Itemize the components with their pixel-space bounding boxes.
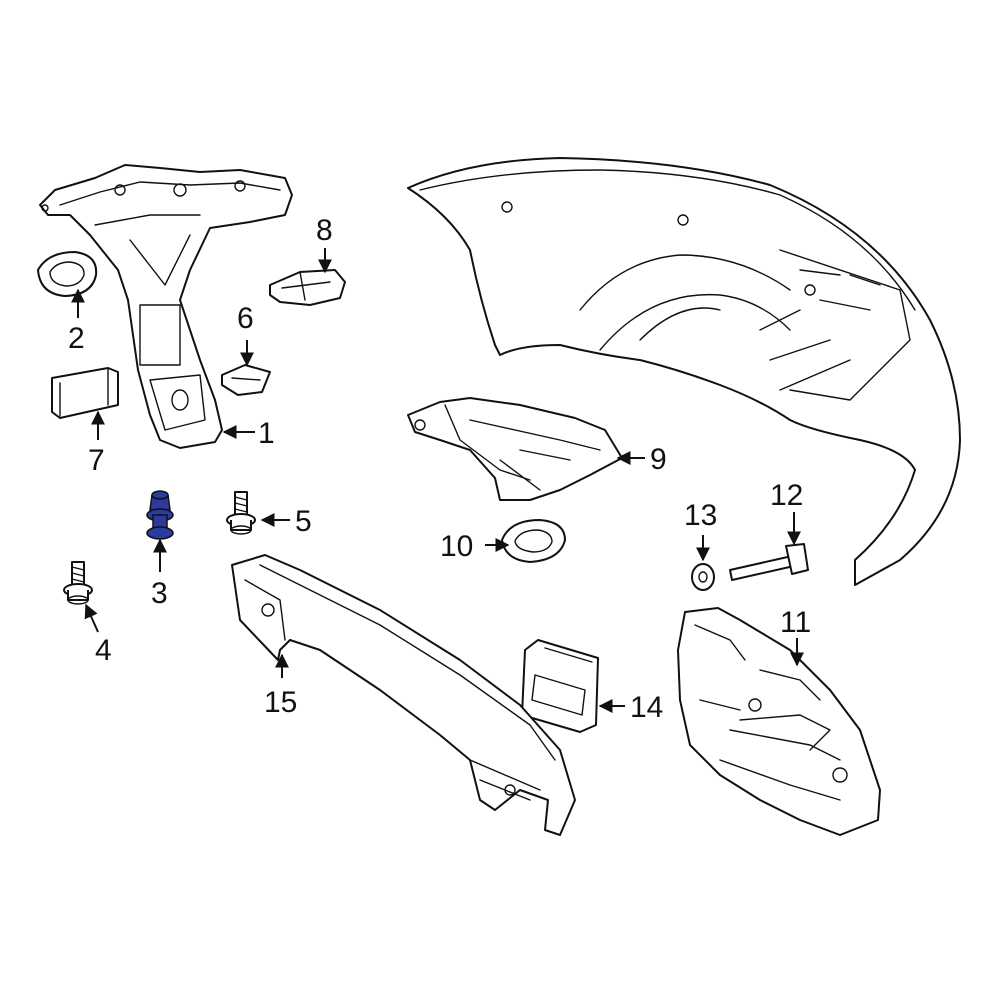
callout-4: 4 — [95, 634, 112, 667]
callout-9: 9 — [650, 443, 667, 476]
part-9-bracket[interactable] — [407, 397, 623, 501]
part-14-module[interactable] — [521, 639, 599, 733]
part-3-clip[interactable] — [146, 490, 174, 540]
part-7-panel[interactable] — [51, 367, 119, 419]
part-15-beam[interactable] — [231, 554, 576, 836]
part-5-bolt[interactable] — [226, 491, 256, 535]
part-11-module[interactable] — [677, 607, 881, 836]
part-10-seal[interactable] — [501, 519, 566, 563]
callout-1: 1 — [258, 417, 275, 450]
callout-15: 15 — [264, 686, 297, 719]
part-8-bracket[interactable] — [269, 269, 346, 306]
part-1-bracket[interactable] — [39, 164, 293, 449]
callout-labels: 1 2 3 4 5 6 7 8 9 10 11 12 13 14 15 — [68, 214, 811, 724]
callout-8: 8 — [316, 214, 333, 247]
callout-11: 11 — [780, 606, 811, 639]
callout-10: 10 — [440, 530, 473, 563]
part-2-seal[interactable] — [37, 251, 98, 297]
part-6-bracket[interactable] — [221, 364, 271, 396]
callout-12: 12 — [770, 479, 803, 512]
callout-13: 13 — [684, 499, 717, 532]
callout-5: 5 — [295, 505, 312, 538]
callout-6: 6 — [237, 302, 254, 335]
leader-lines — [71, 248, 804, 713]
part-4-bolt[interactable] — [63, 561, 93, 605]
callout-7: 7 — [88, 444, 105, 477]
bumper-cover[interactable] — [407, 157, 961, 586]
callout-14: 14 — [630, 691, 663, 724]
callout-3: 3 — [151, 577, 168, 610]
part-12-stud[interactable] — [729, 543, 809, 581]
callout-2: 2 — [68, 322, 85, 355]
part-13-washer[interactable] — [691, 563, 715, 591]
